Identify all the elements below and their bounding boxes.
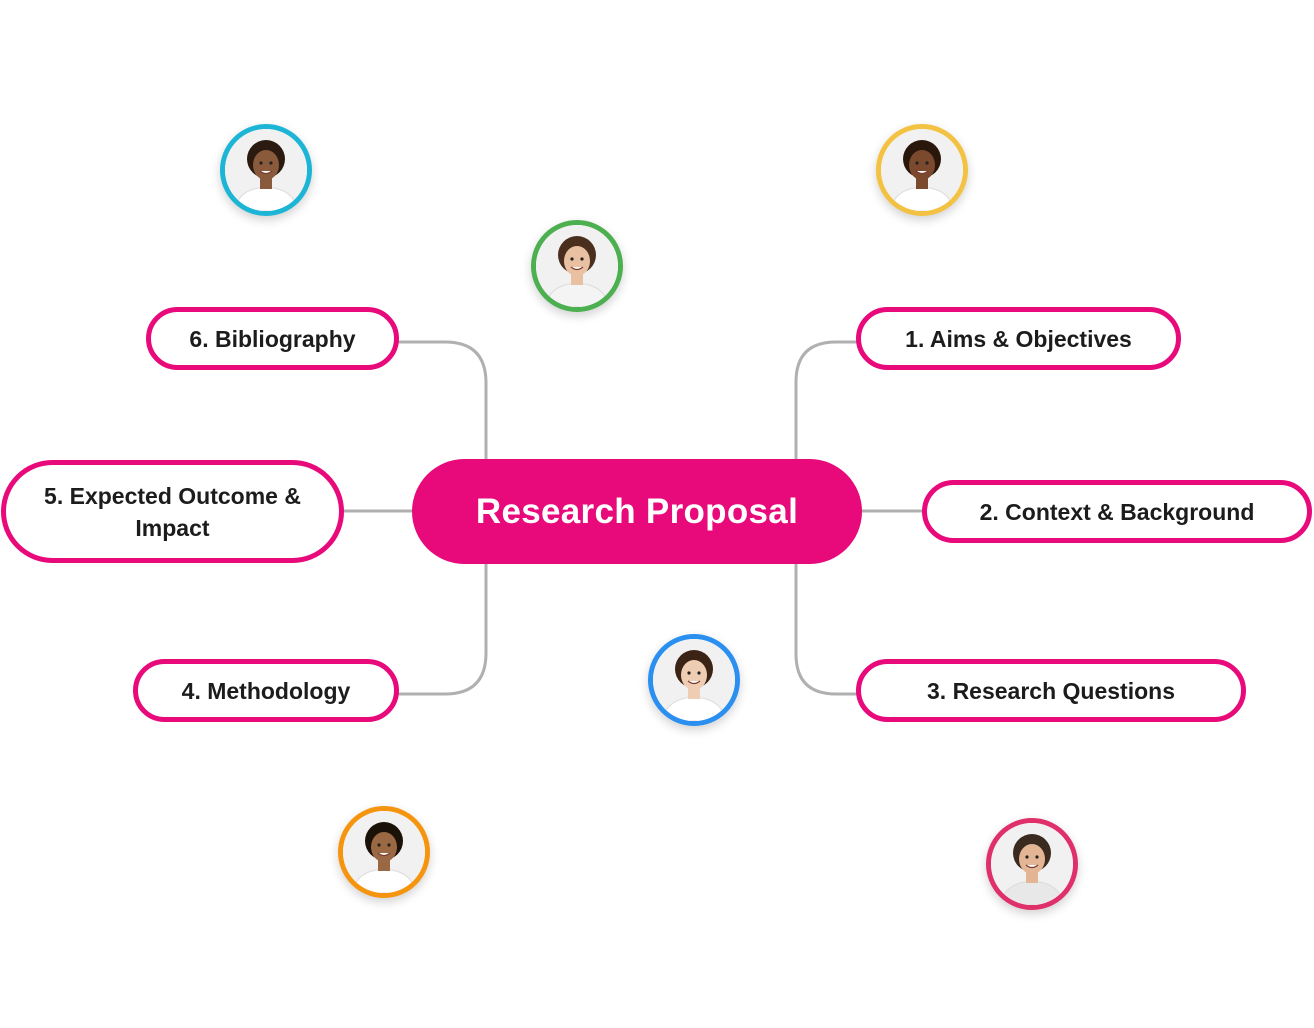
connector-bibliography [398,340,488,459]
portrait-icon [991,823,1073,905]
portrait-icon [653,639,735,721]
central-topic[interactable]: Research Proposal [412,459,862,564]
collaborator-avatar[interactable] [220,124,312,216]
collaborator-avatar[interactable] [338,806,430,898]
node-expected-outcome[interactable]: 5. Expected Outcome & Impact [1,460,344,563]
collaborator-avatar[interactable] [531,220,623,312]
collaborator-avatar[interactable] [648,634,740,726]
node-research-questions[interactable]: 3. Research Questions [856,659,1246,722]
portrait-icon [881,129,963,211]
node-methodology[interactable]: 4. Methodology [133,659,399,722]
node-context-background[interactable]: 2. Context & Background [922,480,1312,543]
node-bibliography[interactable]: 6. Bibliography [146,307,399,370]
connector-aims [794,340,858,459]
connector-questions [794,564,858,696]
node-aims-objectives[interactable]: 1. Aims & Objectives [856,307,1181,370]
collaborator-avatar[interactable] [876,124,968,216]
portrait-icon [343,811,425,893]
portrait-icon [536,225,618,307]
collaborator-avatar[interactable] [986,818,1078,910]
portrait-icon [225,129,307,211]
connector-methodology [398,564,488,696]
